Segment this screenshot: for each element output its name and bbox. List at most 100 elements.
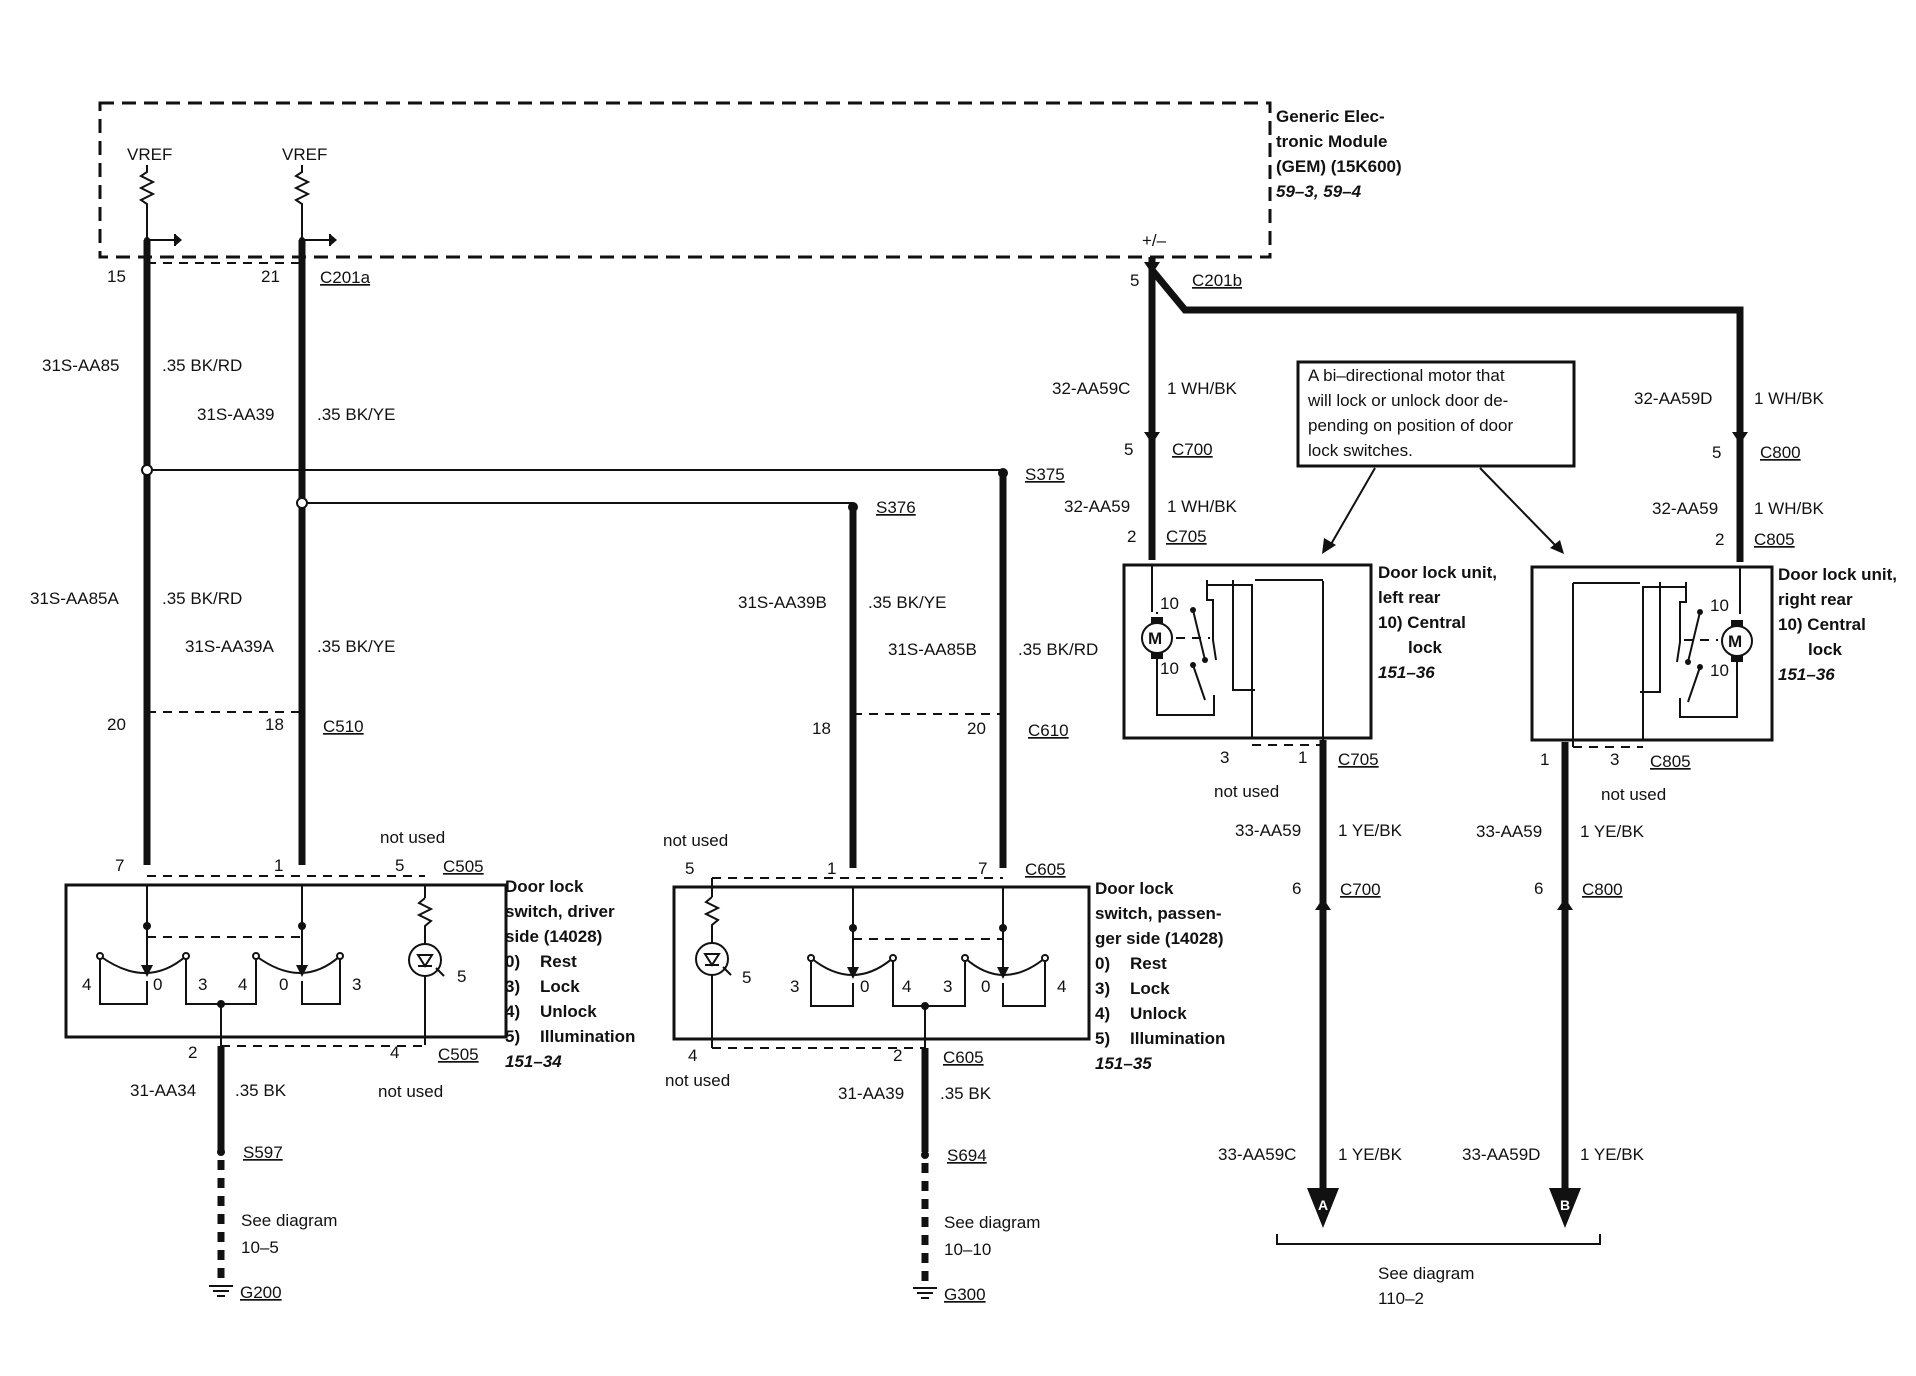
c700-bottom-arrow-icon xyxy=(1315,898,1331,910)
lock-left-right-lead xyxy=(1232,580,1255,691)
c610-pin-18: 18 xyxy=(812,719,831,738)
lock-left-contact-label-bottom: 10 xyxy=(1160,659,1179,678)
lock-left-title-1: Door lock unit, xyxy=(1378,563,1497,582)
wire-33-aa59d-color: 1 YE/BK xyxy=(1580,1145,1645,1164)
lock-right-contact-mid xyxy=(1685,659,1691,665)
c505-pin-2: 2 xyxy=(188,1043,197,1062)
driver-item-2-label: Unlock xyxy=(540,1002,597,1021)
arrow-a-icon xyxy=(1307,1188,1339,1228)
c700-top-label: C700 xyxy=(1172,440,1213,459)
lock-left-title-3: 10) Central xyxy=(1378,613,1466,632)
c505-pin-7: 7 xyxy=(115,856,124,875)
c610-label: C610 xyxy=(1028,721,1069,740)
c800-top-label: C800 xyxy=(1760,443,1801,462)
lock-right-title-1: Door lock unit, xyxy=(1778,565,1897,584)
vref-left-label: VREF xyxy=(127,145,172,164)
lock-right-motor-brush-bottom xyxy=(1731,656,1743,662)
s375-node-left xyxy=(141,464,153,476)
lock-left-motor-brush-bottom xyxy=(1151,653,1163,659)
c505-bottom-label: C505 xyxy=(438,1045,479,1064)
lock-right-contact-low xyxy=(1697,664,1703,670)
driver-switch-ground-node xyxy=(217,1000,225,1008)
wire-31s-aa39b-id: 31S-AA39B xyxy=(738,593,827,612)
c610-pin-20: 20 xyxy=(967,719,986,738)
driver-item-3-label: Illumination xyxy=(540,1027,635,1046)
c605-pin-5: 5 xyxy=(685,859,694,878)
passenger-contact-label-5: 5 xyxy=(742,968,751,987)
callout-line-2: will lock or unlock door de- xyxy=(1307,391,1508,410)
wire-33-aa59-left-color: 1 YE/BK xyxy=(1338,821,1403,840)
ground-g200: G200 xyxy=(240,1283,282,1302)
gem-module: Generic Elec- tronic Module (GEM) (15K60… xyxy=(98,101,1402,259)
lock-right-motor-brush-top xyxy=(1731,620,1743,626)
splice-s597: S597 xyxy=(243,1143,283,1162)
vref-right-input-arrow-icon xyxy=(330,234,337,246)
driver-contact-label-0b: 0 xyxy=(279,975,288,994)
lock-right-switch-path xyxy=(1676,582,1687,663)
gem-plusminus-label: +/– xyxy=(1142,231,1167,250)
driver-switch-reference: 151–34 xyxy=(505,1052,562,1071)
c700-bottom-label: C700 xyxy=(1340,880,1381,899)
driver-switch-arc-left xyxy=(99,955,187,974)
driver-contact-4b xyxy=(252,952,260,960)
s376-node-left xyxy=(296,497,308,509)
wire-31s-aa39a-color: .35 BK/YE xyxy=(317,637,395,656)
wire-31-aa39-id: 31-AA39 xyxy=(838,1084,904,1103)
driver-contact-label-4a: 4 xyxy=(82,975,91,994)
ground-g300-icon xyxy=(913,1287,937,1299)
lock-right-motor-label: M xyxy=(1728,632,1742,651)
wire-31s-aa39b-color: .35 BK/YE xyxy=(868,593,946,612)
driver-contact-label-5: 5 xyxy=(457,967,466,986)
lock-left-contact-label-top: 10 xyxy=(1160,594,1179,613)
c800-top-arrow-icon xyxy=(1732,432,1748,444)
wire-31s-aa39-color: .35 BK/YE xyxy=(317,405,395,424)
wire-31s-aa85a-color: .35 BK/RD xyxy=(162,589,242,608)
vref-right-label: VREF xyxy=(282,145,327,164)
passenger-switch-path-a xyxy=(810,961,854,1007)
gem-module-outline xyxy=(98,101,1272,259)
c800-pin-5: 5 xyxy=(1712,443,1721,462)
see-diagram-mid-2: 10–10 xyxy=(944,1240,991,1259)
callout-line-3: pending on position of door xyxy=(1308,416,1513,435)
door-lock-unit-right-rear: M 10 10 xyxy=(1530,565,1774,747)
wire-31s-aa39-id: 31S-AA39 xyxy=(197,405,275,424)
driver-contact-3a xyxy=(182,952,190,960)
c805-pin-2: 2 xyxy=(1715,530,1724,549)
lock-right-switch-blade-top xyxy=(1687,611,1701,663)
wire-31-aa34-color: .35 BK xyxy=(235,1081,287,1100)
c505-pin-1: 1 xyxy=(274,856,283,875)
passenger-contact-4b xyxy=(1041,954,1049,962)
callout-pointer-right-arrow-icon xyxy=(1550,540,1564,554)
passenger-switch-title-2: switch, passen- xyxy=(1095,904,1222,923)
wire-31s-aa85b-id: 31S-AA85B xyxy=(888,640,977,659)
vref-right-input-icon xyxy=(302,234,331,246)
passenger-contact-3b xyxy=(961,954,969,962)
c805-pin-1: 1 xyxy=(1540,750,1549,769)
callout-pointer-left xyxy=(1329,467,1376,547)
driver-item-3-num: 5) xyxy=(505,1027,520,1046)
driver-contact-3b xyxy=(336,952,344,960)
driver-item-1-num: 3) xyxy=(505,977,520,996)
lock-left-switch-blade-top xyxy=(1192,609,1206,661)
c705-top-label: C705 xyxy=(1166,527,1207,546)
vref-right-resistor xyxy=(293,165,311,240)
c201a-pin-15: 15 xyxy=(107,267,126,286)
c705-bottom-label: C705 xyxy=(1338,750,1379,769)
callout-line-1: A bi–directional motor that xyxy=(1308,366,1505,385)
c605-pin-1: 1 xyxy=(827,859,836,878)
passenger-illumination-led-icon xyxy=(695,942,729,976)
lock-left-reference: 151–36 xyxy=(1378,663,1435,682)
lock-right-contact-top xyxy=(1697,609,1703,615)
lock-right-reference: 151–36 xyxy=(1778,665,1835,684)
driver-led-diode-icon xyxy=(416,954,434,968)
lock-left-motor-brush-top xyxy=(1151,617,1163,623)
lock-right-motor-lead-bottom xyxy=(1679,662,1738,718)
passenger-item-1-label: Lock xyxy=(1130,979,1170,998)
wire-32-aa59-right-color: 1 WH/BK xyxy=(1754,499,1825,518)
arrow-b-icon xyxy=(1549,1188,1581,1228)
passenger-contact-label-0a: 0 xyxy=(860,977,869,996)
driver-contact-label-3a: 3 xyxy=(198,975,207,994)
s694-splice-dot xyxy=(921,1151,929,1159)
driver-item-1-label: Lock xyxy=(540,977,580,996)
passenger-switch-outline xyxy=(672,885,1091,1041)
